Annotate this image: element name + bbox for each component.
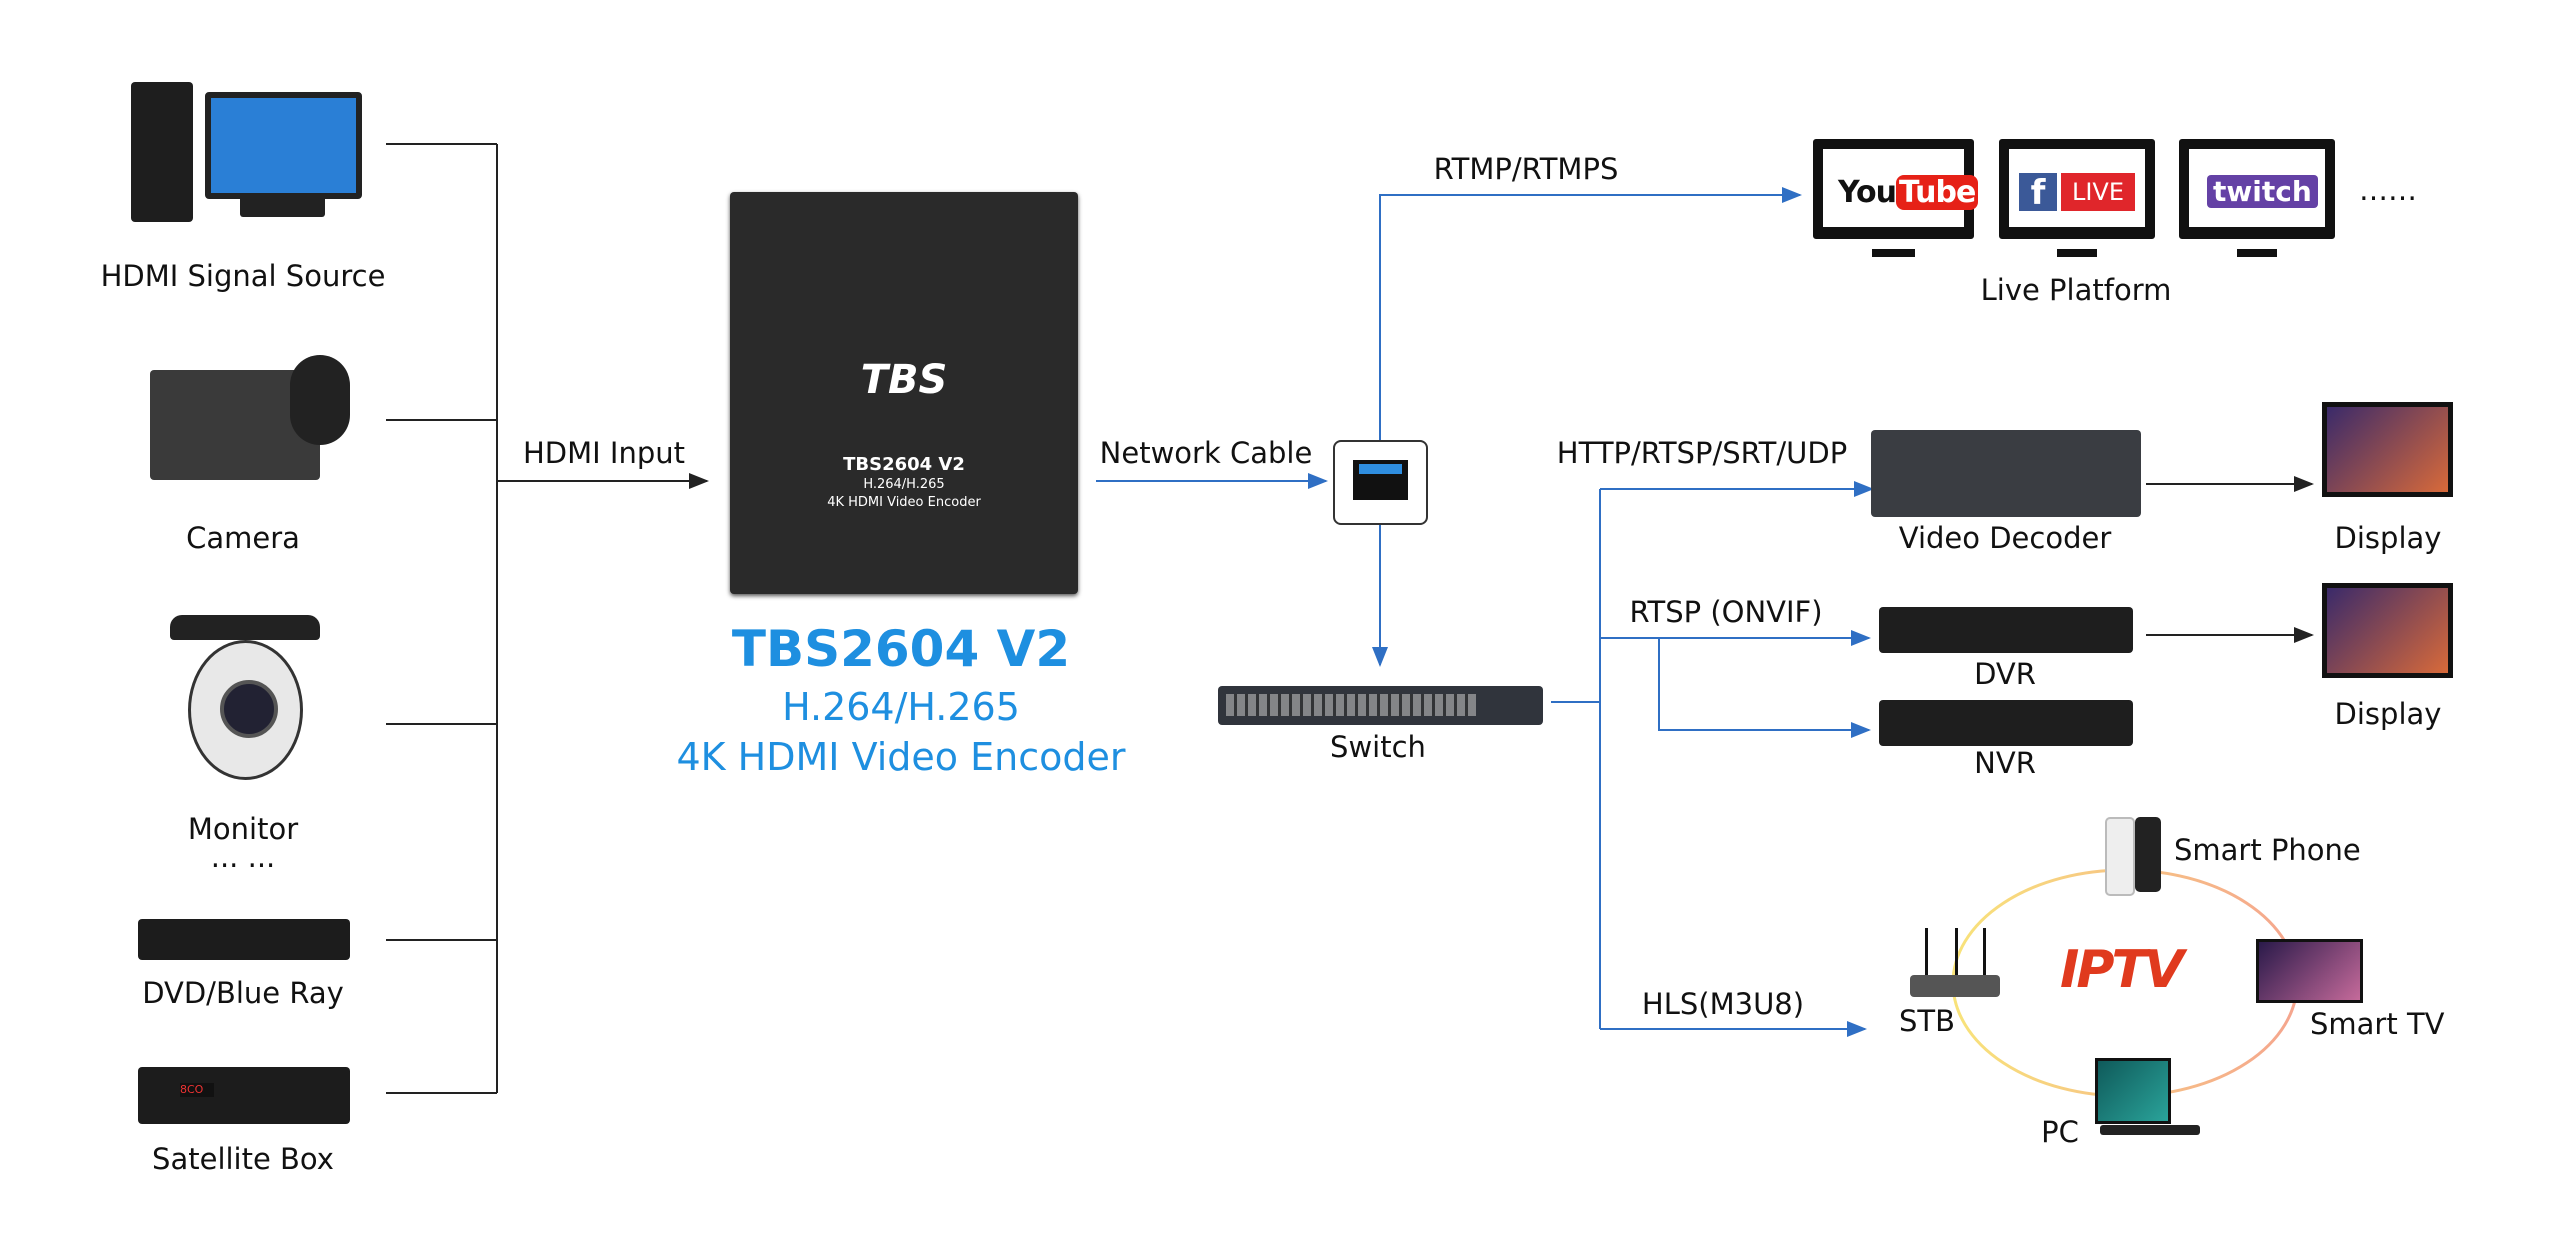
rtsp-label: RTSP (ONVIF) [1629, 595, 1823, 629]
nvr-arrow [1658, 638, 1871, 738]
source-bus [386, 143, 498, 1094]
network-switch-icon [1218, 686, 1543, 725]
source-label: DVD/Blue Ray [142, 976, 344, 1010]
dvr-icon [1879, 607, 2133, 653]
smart-tv-label: Smart TV [2310, 1007, 2445, 1041]
twitch-logo: twitch [2207, 175, 2318, 208]
rtmp-arrow [1379, 187, 1802, 440]
encoder-model-print: TBS2604 V2 [843, 454, 965, 475]
facebook-live-monitor: f LIVE [1999, 139, 2155, 257]
dvr-label: DVR [1974, 657, 2036, 691]
rj45-port-icon [1333, 440, 1428, 525]
smart-phone-label: Smart Phone [2174, 833, 2361, 867]
more-platforms: …… [2359, 173, 2417, 207]
network-cable-label: Network Cable [1099, 436, 1313, 470]
video-decoder-icon [1871, 430, 2141, 517]
youtube-logo-tube: Tube [1895, 175, 1979, 210]
display-label: Display [2334, 521, 2442, 555]
source-label: Camera [186, 521, 300, 555]
encoder-codec-print: H.264/H.265 [863, 477, 945, 492]
satellite-receiver-icon: 8CO [138, 1067, 350, 1124]
source-label: Satellite Box [152, 1142, 334, 1176]
encoder-desc-print: 4K HDMI Video Encoder [827, 495, 981, 510]
dvd-player-icon [138, 919, 350, 960]
keyboard-icon [2100, 1125, 2200, 1135]
stb-label: STB [1898, 1004, 1956, 1038]
twitch-monitor: twitch [2179, 139, 2335, 257]
source-label: Monitor [187, 812, 299, 846]
source-more: ... ... [210, 840, 276, 874]
iptv-logo: IPTV [2060, 940, 2184, 1000]
nvr-label: NVR [1974, 746, 2036, 780]
video-decoder-label: Video Decoder [1898, 521, 2112, 555]
encoder-device: TBS TBS2604 V2 H.264/H.265 4K HDMI Video… [730, 192, 1078, 594]
switch-label: Switch [1330, 730, 1426, 764]
live-platform-label: Live Platform [1980, 273, 2172, 307]
http-label: HTTP/RTSP/SRT/UDP [1556, 436, 1848, 470]
nvr-icon [1879, 700, 2133, 746]
pc-icon [2095, 1058, 2171, 1124]
smart-tv-icon [2256, 939, 2363, 1003]
display-icon [2322, 402, 2453, 497]
display-label: Display [2334, 697, 2442, 731]
facebook-icon: f [2019, 173, 2057, 213]
source-label: HDMI Signal Source [100, 259, 386, 293]
encoder-description: 4K HDMI Video Encoder [676, 735, 1126, 779]
hdmi-input-label: HDMI Input [522, 436, 686, 470]
encoder-codec: H.264/H.265 [782, 685, 1020, 729]
hls-label: HLS(M3U8) [1641, 987, 1805, 1021]
live-badge: LIVE [2061, 173, 2135, 211]
youtube-logo: You [1838, 175, 1897, 210]
pc-label: PC [2041, 1115, 2079, 1149]
display-icon [2322, 583, 2453, 678]
tbs-logo: TBS [860, 357, 948, 403]
rtmp-label: RTMP/RTMPS [1433, 152, 1619, 186]
encoder-title: TBS2604 V2 [731, 620, 1071, 678]
